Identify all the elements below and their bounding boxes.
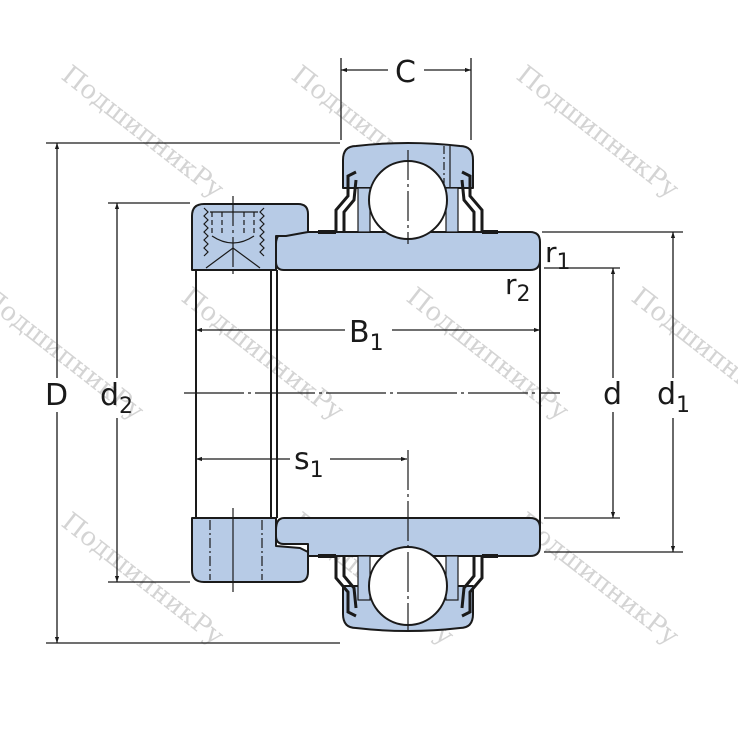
locking-collar-top	[191, 203, 309, 271]
watermark: ПодшипникРу	[176, 282, 350, 427]
label-d2: d2	[100, 378, 133, 419]
watermark: ПодшипникРу	[511, 60, 685, 205]
label-D: D	[45, 378, 68, 413]
label-r2: r2	[505, 268, 531, 307]
locking-collar-bottom	[191, 517, 309, 583]
seals-top	[318, 170, 498, 234]
label-d1: d1	[657, 377, 690, 418]
bore-lines	[195, 260, 541, 528]
label-d: d	[603, 377, 622, 412]
collar-hole-lines	[209, 520, 263, 580]
watermark: ПодшипникРу	[401, 282, 575, 427]
cage	[357, 187, 459, 601]
watermark: ПодшипникРу	[56, 60, 230, 205]
label-s1: s1	[294, 442, 324, 483]
label-C: C	[395, 55, 416, 90]
label-B1: B1	[349, 315, 384, 356]
label-r1: r1	[545, 236, 571, 275]
dimension-labels: C D d2 B1 s1 r1 r2 d d1	[45, 55, 690, 483]
centre-lines	[184, 146, 560, 630]
seals-bottom	[318, 554, 498, 618]
dimension-lines	[46, 58, 683, 644]
